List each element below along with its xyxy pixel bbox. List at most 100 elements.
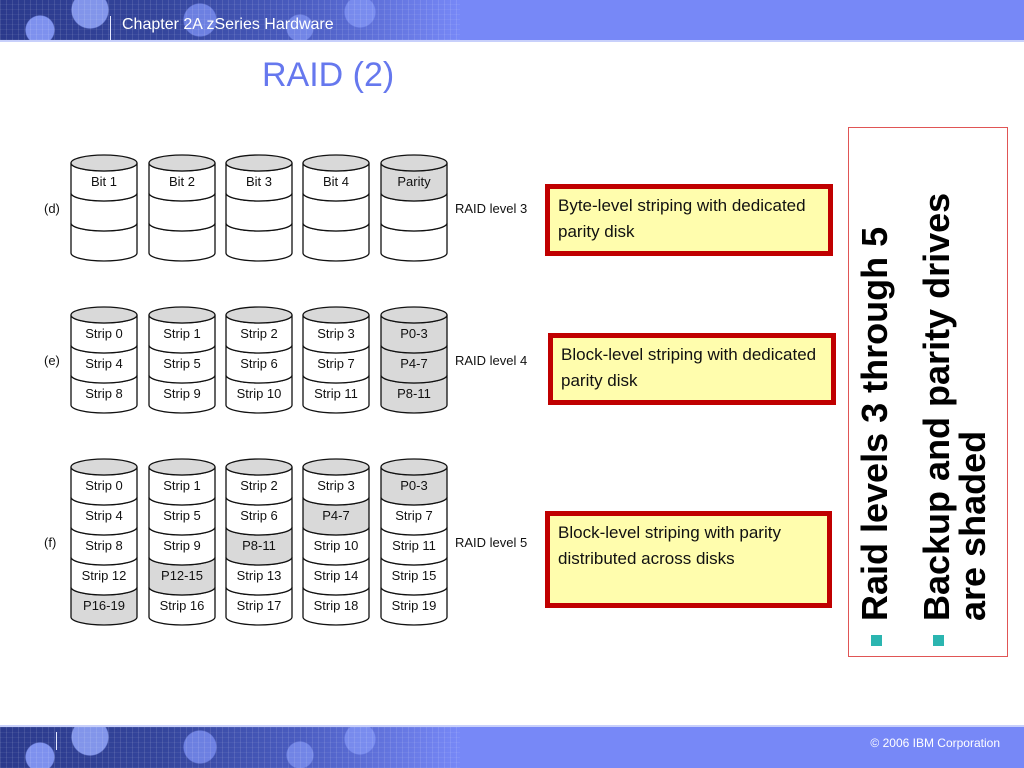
cell-label: Strip 1: [163, 326, 201, 341]
disk-cylinder: Strip 9 Strip 5 Strip 1: [148, 306, 216, 414]
cell-label: Strip 8: [85, 386, 123, 401]
cell-label: Strip 14: [314, 568, 359, 583]
cell-label: Strip 9: [163, 386, 201, 401]
disk-top: [70, 154, 138, 172]
callout-raid3: Byte-level striping with dedicated parit…: [545, 184, 833, 256]
cell-label: Bit 3: [246, 174, 272, 189]
cell-label: Parity: [397, 174, 431, 189]
disk-top: [70, 458, 138, 476]
cell-label: Strip 2: [240, 326, 278, 341]
cell-label: Strip 10: [237, 386, 282, 401]
cell-label: Strip 5: [163, 356, 201, 371]
disk-top: [380, 306, 448, 324]
cell-label: Strip 15: [392, 568, 437, 583]
cell-label: Bit 1: [91, 174, 117, 189]
row-tag-label: (f): [44, 535, 56, 550]
cell-label: Strip 12: [82, 568, 127, 583]
disk-top: [225, 458, 293, 476]
disk-top: [302, 154, 370, 172]
header-divider: [110, 16, 111, 40]
square-bullet-icon: [933, 635, 944, 646]
cell-label: Strip 11: [392, 538, 436, 553]
cell-label: Strip 11: [314, 386, 358, 401]
row-tag-label: (e): [44, 353, 60, 368]
disk-top: [148, 154, 216, 172]
copyright-text: © 2006 IBM Corporation: [870, 736, 1000, 750]
cell-label: Bit 4: [323, 174, 349, 189]
disk-cylinder: Bit 4: [302, 154, 370, 262]
disk-cylinder: Bit 2: [148, 154, 216, 262]
cell-label: Strip 17: [237, 598, 282, 613]
raid-level-label: RAID level 3: [455, 201, 527, 216]
disk-cylinder: Strip 17 Strip 13 P8-11 Strip 6 Strip 2: [225, 458, 293, 626]
disk-cylinder: Bit 1: [70, 154, 138, 262]
side-bullet-list: Raid levels 3 through 5 Backup and parit…: [849, 128, 1009, 658]
header-banner-image: [0, 0, 460, 40]
callout-raid5: Block-level striping with parity distrib…: [545, 511, 832, 608]
cell-label: Strip 18: [314, 598, 359, 613]
disk-cylinder: Strip 10 Strip 6 Strip 2: [225, 306, 293, 414]
cell-label: Strip 4: [85, 508, 123, 523]
disk-top: [380, 154, 448, 172]
cell-label: P16-19: [83, 598, 125, 613]
raid-row: (f) RAID level 5 P16-19 Strip 12 Strip 8 Stri…: [44, 458, 527, 626]
cell-label: P8-11: [242, 538, 276, 553]
cell-label: Strip 2: [240, 478, 278, 493]
cell-label: P0-3: [400, 326, 427, 341]
disk-cylinder: Bit 3: [225, 154, 293, 262]
cell-label: Strip 3: [317, 478, 355, 493]
row-tag-label: (d): [44, 201, 60, 216]
cell-label: Strip 1: [163, 478, 201, 493]
disk-cylinder: Parity: [380, 154, 448, 262]
cell-label: Strip 10: [314, 538, 359, 553]
cell-label: Strip 7: [395, 508, 433, 523]
raid-level-label: RAID level 4: [455, 353, 527, 368]
chapter-title: Chapter 2A zSeries Hardware: [122, 16, 334, 33]
disk-top: [70, 306, 138, 324]
cell-label: Strip 3: [317, 326, 355, 341]
disk-top: [302, 306, 370, 324]
disk-top: [302, 458, 370, 476]
cell-label: Bit 2: [169, 174, 195, 189]
raid-diagram: (d) RAID level 3 Bit 1 Bit 2 Bit 3 Bit 4 Parit…: [44, 154, 527, 626]
cell-label: Strip 4: [85, 356, 123, 371]
disk-top: [380, 458, 448, 476]
raid-row: (d) RAID level 3 Bit 1 Bit 2 Bit 3 Bit 4 Parit…: [44, 154, 527, 262]
footer-banner: © 2006 IBM Corporation: [0, 725, 1024, 768]
header-banner: Chapter 2A zSeries Hardware: [0, 0, 1024, 42]
raid-level-label: RAID level 5: [455, 535, 527, 550]
side-bullet-text: Raid levels 3 through 5: [854, 226, 895, 621]
cell-label: Strip 0: [85, 478, 123, 493]
cell-label: Strip 13: [237, 568, 282, 583]
footer-divider: [56, 732, 57, 750]
cell-label: Strip 9: [163, 538, 201, 553]
cell-label: Strip 19: [392, 598, 437, 613]
disk-cylinder: P8-11 P4-7 P0-3: [380, 306, 448, 414]
cell-label: P4-7: [322, 508, 349, 523]
disk-top: [148, 458, 216, 476]
callout-raid4: Block-level striping with dedicated pari…: [548, 333, 836, 405]
disk-top: [225, 306, 293, 324]
disk-cylinder: P16-19 Strip 12 Strip 8 Strip 4 Strip 0: [70, 458, 138, 626]
square-bullet-icon: [871, 635, 882, 646]
cell-label: Strip 16: [160, 598, 205, 613]
disk-top: [148, 306, 216, 324]
cell-label: P4-7: [400, 356, 427, 371]
side-bullet-text: Backup and parity drives are shaded: [916, 192, 993, 621]
cell-label: Strip 7: [317, 356, 355, 371]
cell-label: Strip 0: [85, 326, 123, 341]
cell-label: P8-11: [397, 386, 431, 401]
disk-cylinder: Strip 18 Strip 14 Strip 10 P4-7 Strip 3: [302, 458, 370, 626]
disk-cylinder: Strip 8 Strip 4 Strip 0: [70, 306, 138, 414]
side-bullet-item: Raid levels 3 through 5: [854, 138, 895, 646]
side-note-box: Raid levels 3 through 5 Backup and parit…: [848, 127, 1008, 657]
disk-cylinder: Strip 11 Strip 7 Strip 3: [302, 306, 370, 414]
cell-label: Strip 6: [240, 508, 278, 523]
cell-label: Strip 5: [163, 508, 201, 523]
cell-label: Strip 6: [240, 356, 278, 371]
page-title: RAID (2): [262, 56, 395, 94]
cell-label: Strip 8: [85, 538, 123, 553]
